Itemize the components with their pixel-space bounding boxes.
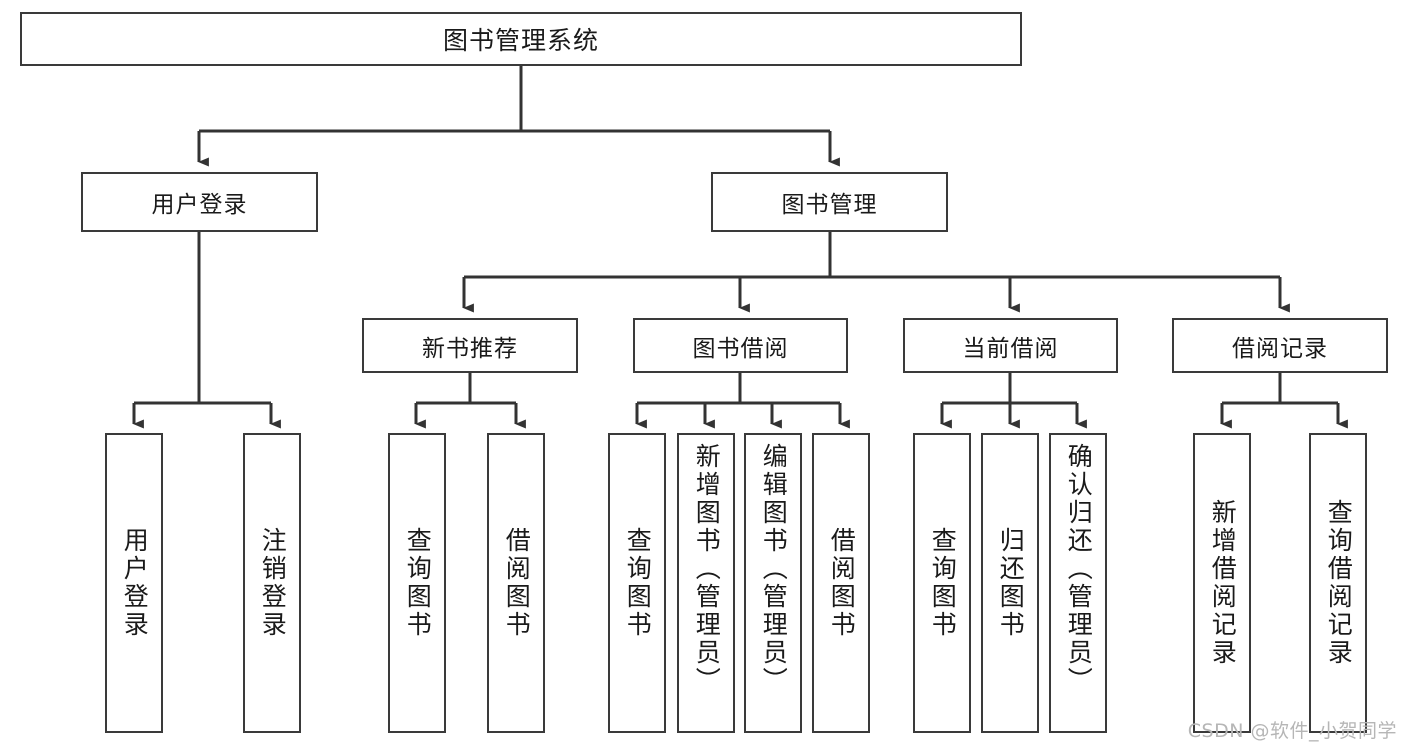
leaf-label: 新增借阅记录 xyxy=(1208,499,1238,667)
csdn-watermark: CSDN @软件_小贺同学 xyxy=(1187,720,1397,742)
leaf-label: 编辑图书（管理员） xyxy=(759,443,789,695)
node-new-book-recommend[interactable]: 新书推荐 xyxy=(362,318,578,373)
leaf-label: 确认归还（管理员） xyxy=(1064,443,1094,695)
leaf-label: 归还图书 xyxy=(996,527,1026,639)
leaf-label: 借阅图书 xyxy=(827,527,857,639)
node-label: 图书管理系统 xyxy=(442,26,599,55)
node-label: 图书借阅 xyxy=(692,335,789,362)
node-book-borrow[interactable]: 图书借阅 xyxy=(633,318,848,373)
node-label: 当前借阅 xyxy=(962,335,1059,362)
leaf-label: 注销登录 xyxy=(258,527,288,639)
leaf-edit-book-admin[interactable]: 编辑图书（管理员） xyxy=(744,433,802,733)
leaf-label: 查询图书 xyxy=(403,527,433,639)
node-label: 新书推荐 xyxy=(422,335,518,362)
node-book-management[interactable]: 图书管理 xyxy=(711,172,948,232)
node-label: 用户登录 xyxy=(151,192,248,218)
leaf-label: 查询图书 xyxy=(623,527,653,639)
leaf-query-book-current[interactable]: 查询图书 xyxy=(913,433,971,733)
leaf-label: 用户登录 xyxy=(120,527,150,639)
leaf-label: 查询图书 xyxy=(928,527,958,639)
leaf-label: 借阅图书 xyxy=(502,527,532,639)
leaf-label: 新增图书（管理员） xyxy=(692,443,722,695)
node-root-book-management-system[interactable]: 图书管理系统 xyxy=(20,12,1022,66)
leaf-add-book-admin[interactable]: 新增图书（管理员） xyxy=(677,433,735,733)
node-user-login[interactable]: 用户登录 xyxy=(81,172,318,232)
leaf-borrow-book-recommend[interactable]: 借阅图书 xyxy=(487,433,545,733)
leaf-query-borrow-record[interactable]: 查询借阅记录 xyxy=(1309,433,1367,733)
node-borrow-record[interactable]: 借阅记录 xyxy=(1172,318,1388,373)
leaf-user-login[interactable]: 用户登录 xyxy=(105,433,163,733)
leaf-return-book[interactable]: 归还图书 xyxy=(981,433,1039,733)
leaf-query-book-recommend[interactable]: 查询图书 xyxy=(388,433,446,733)
leaf-confirm-return-admin[interactable]: 确认归还（管理员） xyxy=(1049,433,1107,733)
node-label: 图书管理 xyxy=(781,192,878,218)
leaf-query-book-borrow[interactable]: 查询图书 xyxy=(608,433,666,733)
node-label: 借阅记录 xyxy=(1232,335,1328,362)
leaf-logout[interactable]: 注销登录 xyxy=(243,433,301,733)
leaf-add-borrow-record[interactable]: 新增借阅记录 xyxy=(1193,433,1251,733)
node-current-borrow[interactable]: 当前借阅 xyxy=(903,318,1118,373)
leaf-label: 查询借阅记录 xyxy=(1324,499,1354,667)
leaf-borrow-book[interactable]: 借阅图书 xyxy=(812,433,870,733)
